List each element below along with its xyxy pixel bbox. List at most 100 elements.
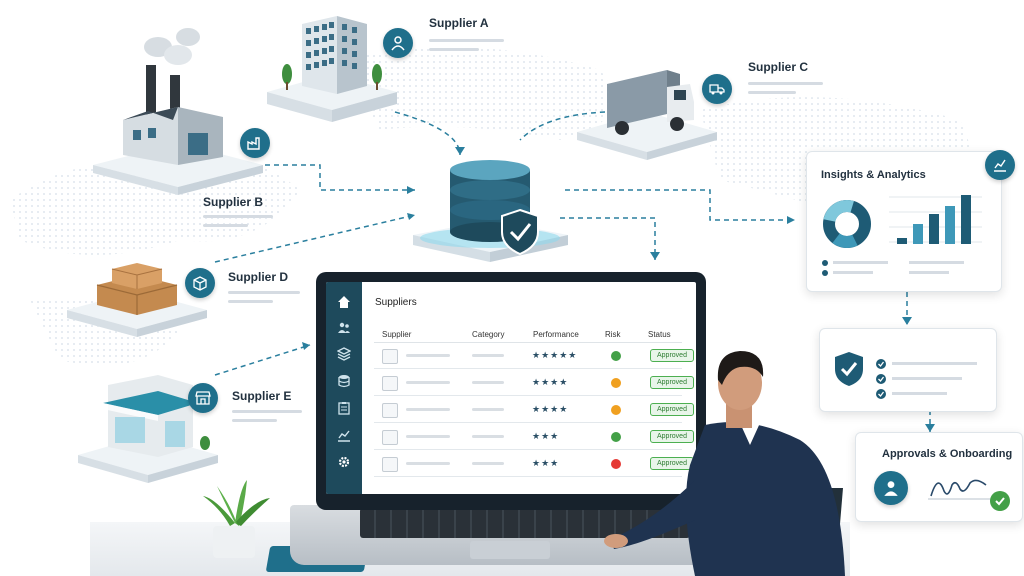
users-icon[interactable] <box>334 318 354 338</box>
approvals-card[interactable]: Approvals & Onboarding <box>855 432 1023 522</box>
column-header-supplier[interactable]: Supplier <box>382 330 412 339</box>
risk-indicator <box>611 378 621 388</box>
truck-icon <box>702 74 732 104</box>
column-header-status[interactable]: Status <box>648 330 671 339</box>
link-supplier-c <box>519 111 606 141</box>
table-row[interactable]: ★★★ Approved <box>374 452 694 477</box>
supplier-d-boxes <box>67 263 207 337</box>
box-icon <box>382 430 398 445</box>
link-insights <box>565 189 795 221</box>
placeholder-line <box>429 48 479 51</box>
table-row[interactable]: ★★★★★ Approved <box>374 344 694 369</box>
supplier-b-label: Supplier B <box>203 195 264 209</box>
supplier-e-label: Supplier E <box>232 389 292 403</box>
placeholder-line <box>228 291 300 294</box>
checklist-card[interactable] <box>819 328 997 412</box>
placeholder-line <box>203 215 273 218</box>
businessman <box>604 351 845 576</box>
placeholder-line <box>406 381 450 384</box>
performance-stars: ★★★★ <box>532 377 569 387</box>
status-badge[interactable]: Approved <box>650 403 694 416</box>
analytics-chart <box>822 195 982 276</box>
laptop-screen: Suppliers Supplier Category Performance … <box>326 282 696 494</box>
table-row[interactable]: ★★★★ Approved <box>374 371 694 396</box>
supplier-d-label: Supplier D <box>228 270 289 284</box>
signature-icon <box>928 479 994 500</box>
supplier-c-truck <box>577 70 717 160</box>
layers-icon[interactable] <box>334 344 354 364</box>
placeholder-line <box>203 224 248 227</box>
truck-icon <box>382 403 398 418</box>
status-badge[interactable]: Approved <box>650 349 694 362</box>
status-badge[interactable]: Approved <box>650 376 694 389</box>
plant <box>203 480 270 558</box>
risk-indicator <box>611 351 621 361</box>
gear-icon[interactable] <box>334 452 354 472</box>
placeholder-line <box>232 419 277 422</box>
shield-check-icon <box>501 208 539 256</box>
person-icon <box>383 28 413 58</box>
column-header-risk[interactable]: Risk <box>605 330 621 339</box>
clipboard-icon[interactable] <box>334 398 354 418</box>
building-icon <box>382 349 398 364</box>
risk-indicator <box>611 459 621 469</box>
status-badge[interactable]: Approved <box>650 430 694 443</box>
factory-icon <box>240 128 270 158</box>
placeholder-line <box>472 408 504 411</box>
factory-icon <box>382 376 398 391</box>
link-supplier-a <box>394 111 461 156</box>
insights-title: Insights & Analytics <box>821 169 926 181</box>
header-divider <box>374 342 682 343</box>
store-icon <box>188 383 218 413</box>
store-icon <box>382 457 398 472</box>
placeholder-line <box>429 39 504 42</box>
table-row[interactable]: ★★★ Approved <box>374 425 694 450</box>
check-icon <box>990 491 1010 511</box>
link-hub-down <box>560 217 656 260</box>
supplier-b-factory <box>93 28 263 195</box>
link-supplier-e <box>214 344 311 376</box>
placeholder-line <box>406 354 450 357</box>
shield-check-icon <box>835 352 863 386</box>
placeholder-line <box>472 462 504 465</box>
risk-indicator <box>611 405 621 415</box>
placeholder-line <box>406 408 450 411</box>
home-icon[interactable] <box>334 292 354 312</box>
placeholder-line <box>228 300 273 303</box>
dashboard-title: Suppliers <box>375 297 417 308</box>
placeholder-line <box>232 410 302 413</box>
insights-card[interactable]: Insights & Analytics <box>806 150 1015 292</box>
link-supplier-b <box>265 164 415 191</box>
chart-icon[interactable] <box>334 425 354 445</box>
dashboard-sidebar <box>326 282 362 494</box>
touchpad <box>470 541 550 559</box>
placeholder-line <box>748 91 796 94</box>
performance-stars: ★★★ <box>532 458 560 468</box>
table-row[interactable]: ★★★★ Approved <box>374 398 694 423</box>
avatar-icon <box>874 471 908 505</box>
supplier-c-label: Supplier C <box>748 60 809 74</box>
performance-stars: ★★★ <box>532 431 560 441</box>
status-badge[interactable]: Approved <box>650 457 694 470</box>
placeholder-line <box>406 435 450 438</box>
approvals-title: Approvals & Onboarding <box>882 448 1013 460</box>
performance-stars: ★★★★★ <box>532 350 578 360</box>
supplier-a-label: Supplier A <box>429 16 489 30</box>
placeholder-line <box>748 82 823 85</box>
checklist-items <box>876 359 977 399</box>
link-supplier-d <box>214 214 416 263</box>
column-header-performance[interactable]: Performance <box>533 330 579 339</box>
placeholder-line <box>472 435 504 438</box>
supplier-e-store <box>78 375 218 483</box>
performance-stars: ★★★★ <box>532 404 569 414</box>
placeholder-line <box>472 354 504 357</box>
risk-indicator <box>611 432 621 442</box>
database-hub <box>413 160 568 262</box>
column-header-category[interactable]: Category <box>472 330 505 339</box>
placeholder-line <box>472 381 504 384</box>
box-icon <box>185 268 215 298</box>
database-icon[interactable] <box>334 371 354 391</box>
supplier-a-building <box>267 16 397 122</box>
bar-chart-icon <box>985 150 1015 180</box>
